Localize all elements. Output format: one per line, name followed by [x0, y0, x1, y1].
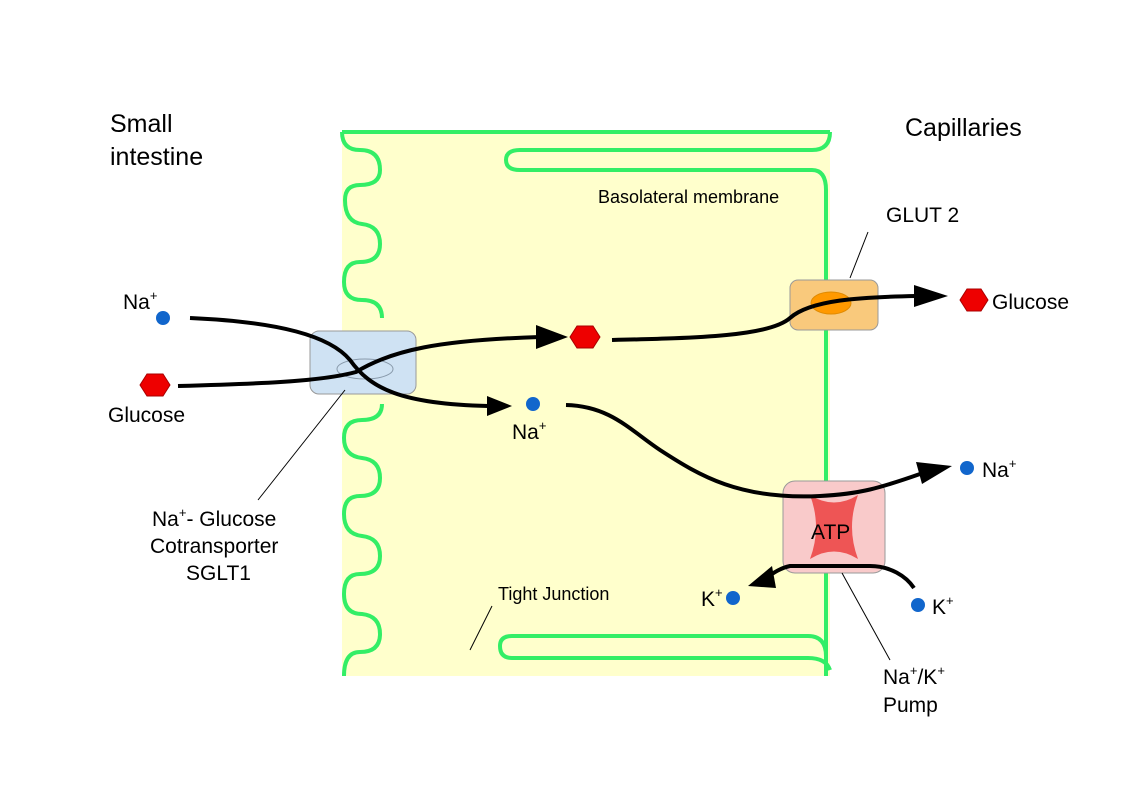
k-plus: + [937, 663, 945, 678]
glucose-exit-path [611, 294, 917, 342]
sodium-icon-blood [960, 461, 974, 475]
pump-label-line2: Pump [883, 694, 938, 717]
pump-sep: / [917, 666, 923, 689]
capillaries-label: Capillaries [905, 114, 1022, 142]
k-label-blood: K+ [932, 593, 954, 619]
na-exit-arrowhead [916, 462, 952, 484]
na-plus: + [539, 418, 547, 433]
na-plus: + [910, 663, 918, 678]
na-symbol: Na [123, 291, 150, 314]
glucose-exit-arrowhead [914, 285, 948, 307]
small-intestine-label-2: intestine [110, 143, 203, 171]
potassium-icon-blood [911, 598, 925, 612]
k-symbol: K [701, 588, 715, 611]
sglt1-suffix: - Glucose [186, 508, 276, 531]
k-symbol: K [923, 666, 937, 689]
pump-pointer [841, 572, 891, 661]
small-intestine-label-1: Small [110, 110, 173, 138]
sglt1-label-line3: SGLT1 [186, 562, 251, 585]
epithelial-cell [340, 130, 832, 677]
na-plus: + [150, 288, 158, 303]
atp-icon [810, 495, 858, 559]
lower-tight-fold [497, 634, 832, 671]
cytoplasm [342, 130, 830, 676]
tight-junction-label: Tight Junction [498, 584, 609, 604]
basolateral-membrane-label: Basolateral membrane [598, 187, 779, 207]
na-entry-arrowhead [487, 396, 512, 416]
glucose-label-lumen: Glucose [108, 404, 185, 427]
sodium-icon-lumen [156, 311, 170, 325]
glucose-label-blood: Glucose [992, 291, 1069, 314]
k-plus: + [715, 585, 723, 600]
na-entry-path [189, 316, 489, 408]
apical-membrane [340, 131, 384, 677]
na-symbol: Na [982, 459, 1009, 482]
sglt1-pointer [257, 389, 346, 501]
k-plus: + [946, 593, 954, 608]
glucose-entry-arrowhead [536, 325, 568, 349]
glucose-icon-blood [959, 288, 989, 312]
upper-tight-fold [503, 131, 832, 676]
tight-junction-pointer [469, 605, 493, 651]
pump-label-line1: Na+/K+ [883, 663, 945, 689]
na-plus: + [1009, 456, 1017, 471]
k-label-cytoplasm: K+ [701, 585, 723, 611]
sodium-icon-cytoplasm [526, 397, 540, 411]
glut2-pointer [849, 231, 869, 279]
sglt1-label-line1: Na+- Glucose [152, 505, 276, 531]
na-label-cytoplasm: Na+ [512, 418, 546, 444]
glucose-icon-lumen [139, 373, 171, 397]
na-label-lumen: Na+ [123, 288, 157, 314]
k-entry-arrowhead [748, 566, 776, 588]
potassium-icon-cytoplasm [726, 591, 740, 605]
atp-label: ATP [811, 521, 850, 544]
na-symbol: Na [152, 508, 179, 531]
glucose-icon-cytoplasm [569, 325, 601, 349]
na-exit-path [565, 403, 921, 499]
na-plus: + [179, 505, 187, 520]
k-symbol: K [932, 596, 946, 619]
glucose-entry-path [177, 335, 541, 388]
na-symbol: Na [512, 421, 539, 444]
glut2-label: GLUT 2 [886, 204, 959, 227]
na-symbol: Na [883, 666, 910, 689]
na-label-blood: Na+ [982, 456, 1016, 482]
sglt1-label-line2: Cotransporter [150, 535, 278, 558]
